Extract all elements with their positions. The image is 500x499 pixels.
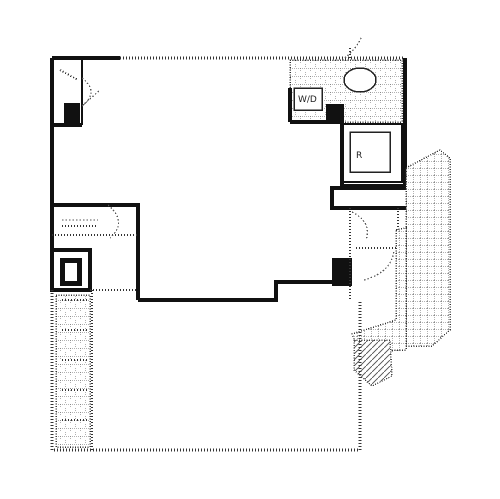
closet-middle-left bbox=[52, 203, 140, 300]
fridge-icon bbox=[349, 131, 391, 173]
sink-icon bbox=[293, 87, 323, 111]
interior-walls bbox=[90, 258, 352, 302]
toilet-icon bbox=[343, 67, 377, 93]
fridge-label: R bbox=[356, 151, 362, 161]
stairs-icon bbox=[62, 299, 88, 421]
right-balcony bbox=[350, 149, 451, 387]
bathroom-block: W/D bbox=[288, 35, 405, 188]
bottom-terrace bbox=[50, 290, 362, 452]
door-swing-icon bbox=[341, 35, 363, 61]
closet-top-left bbox=[50, 58, 101, 127]
left-lower-block bbox=[50, 248, 92, 292]
washing-machine-label: W/D bbox=[298, 95, 317, 105]
fridge-block: R bbox=[341, 123, 403, 183]
planter-strip bbox=[55, 294, 91, 448]
